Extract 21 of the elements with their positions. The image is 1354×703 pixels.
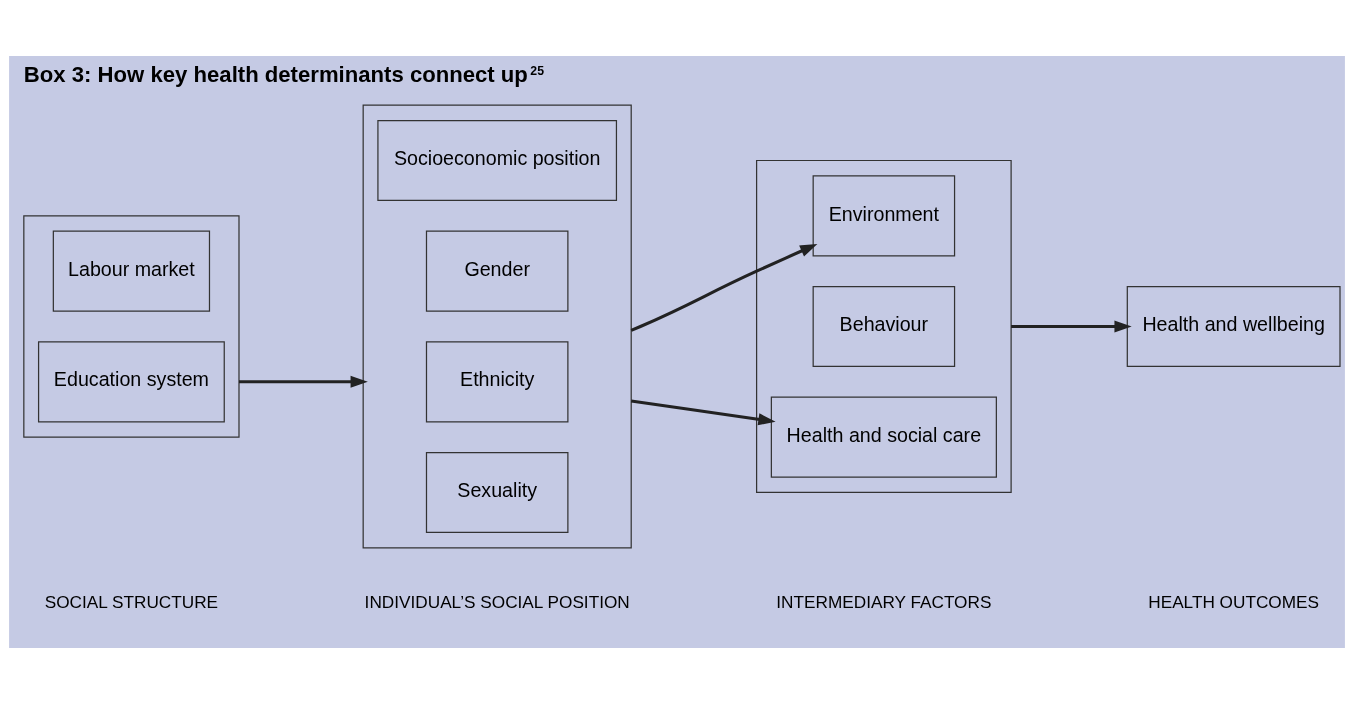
- arrow: [630, 243, 818, 332]
- arrow: [239, 375, 368, 388]
- node-box: Gender: [425, 230, 569, 312]
- node-box: Ethnicity: [425, 340, 569, 422]
- node-box: Education system: [37, 340, 225, 422]
- node-box: Socioeconomic position: [377, 119, 618, 201]
- node-box: Health and wellbeing: [1126, 285, 1341, 367]
- node-box: Environment: [812, 174, 956, 256]
- arrow: [1011, 319, 1132, 333]
- node-box: Health and social care: [770, 396, 997, 478]
- diagram-title: Box 3: How key health determinants connect up$^{25}$: [23, 61, 545, 87]
- label: INDIVIDUAL’S SOCIAL POSITION: [364, 591, 630, 612]
- cluster: [362, 104, 632, 548]
- arrow: [631, 398, 776, 425]
- node-box: Labour market: [52, 230, 211, 312]
- node-box: Sexuality: [425, 451, 569, 533]
- label: HEALTH OUTCOMES: [1148, 591, 1320, 612]
- cluster: [23, 214, 240, 438]
- node-box: Behaviour: [812, 285, 956, 367]
- label: INTERMEDIARY FACTORS: [776, 591, 992, 612]
- label: SOCIAL STRUCTURE: [44, 591, 219, 612]
